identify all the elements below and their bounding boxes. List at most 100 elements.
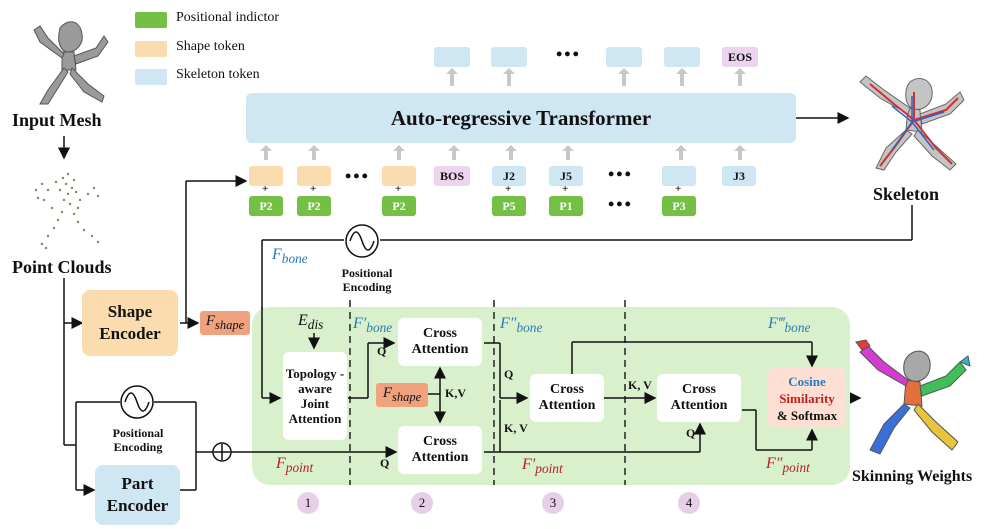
prime-mark: ′ [362,315,367,332]
output-dots: ••• [556,44,581,64]
stage-number-1: 1 [297,492,319,514]
f-bone-triple-prime-symbol: F [768,315,778,332]
f-bone-symbol: F [272,246,282,263]
f-bone-double-prime-label: F″bone [500,315,542,336]
positional-token-p2-a: P2 [249,196,283,216]
output-arrow-stem [622,74,626,86]
legend-label-skeleton: Skeleton token [176,67,260,82]
f-bone-double-prime-subscript: bone [516,320,543,336]
cross-attention-stage4: Cross Attention [657,374,741,422]
skeleton-figure [859,75,965,171]
cross-attention-top: Cross Attention [398,318,482,366]
input-arrow-stem [312,150,316,160]
output-arrow-stem [450,74,454,86]
f-shape-symbol: F [205,313,215,329]
legend-label-positional: Positional indictor [176,10,280,25]
positional-encoding-icon-left [120,385,154,419]
input-arrow-stem [566,150,570,160]
positional-token-p2-c: P2 [382,196,416,216]
plus-sign: + [505,183,512,195]
input-arrow-head [734,145,746,151]
input-mesh-label: Input Mesh [12,110,102,130]
cosine-similarity-block: Cosine Similarity & Softmax [768,368,846,428]
f-bone-triple-prime-subscript: bone [784,320,811,336]
input-arrow-stem [264,150,268,160]
f-shape-panel-symbol: F [382,385,392,401]
output-token-3 [606,47,642,67]
input-arrow-stem [679,150,683,160]
f-shape-subscript: shape [215,318,245,332]
skinning-weights-label: Skinning Weights [852,468,973,485]
input-arrow-stem [452,150,456,160]
positional-token-p1: P1 [549,196,583,216]
q-label-stage3: Q [504,367,514,381]
input-arrow-head [675,145,687,151]
plus-sign: + [562,183,569,195]
add-operator-icon [212,442,232,462]
positional-token-p5: P5 [492,196,526,216]
skeleton-token-j5: J5 [549,166,583,186]
cross-attention-stage3: Cross Attention [530,374,604,422]
skeleton-tokens-dots-bottom: ••• [608,194,633,214]
shape-encoder-block: Shape Encoder [82,290,178,356]
output-token-2 [491,47,527,67]
skeleton-label: Skeleton [873,184,940,204]
plus-sign: + [395,183,402,195]
kv-label-stage2: K,V [445,386,466,400]
topology-attention-block: Topology -aware Joint Attention [283,352,347,440]
q-label-bottom: Q [380,456,390,470]
skeleton-token-blank [662,166,696,186]
legend-swatch-positional [135,12,167,28]
output-arrow-head [618,68,630,74]
input-arrow-head [393,145,405,151]
point-cloud-figure [34,172,100,250]
output-arrow-head [446,68,458,74]
stage-number-2: 2 [411,492,433,514]
shape-tokens-dots: ••• [345,166,370,186]
input-arrow-head [260,145,272,151]
output-token-4 [664,47,700,67]
output-arrow-head [734,68,746,74]
output-arrow-stem [738,74,742,86]
part-encoder-block: Part Encoder [95,465,180,525]
f-shape-panel-subscript: shape [392,390,422,404]
prime-mark: ′ [531,456,536,473]
kv-label-stage4: K, V [628,378,652,392]
softmax-text: & Softmax [776,407,838,423]
output-arrow-stem [680,74,684,86]
output-token-1 [434,47,470,67]
positional-encoding-label-top: Positional Encoding [341,266,393,294]
q-label-top: Q [377,344,387,358]
skeleton-tokens-dots-top: ••• [608,164,633,184]
positional-token-p3: P3 [662,196,696,216]
f-point-subscript: point [285,460,314,476]
double-prime-mark: ″ [775,455,783,472]
output-arrow-head [676,68,688,74]
legend-swatch-skeleton [135,69,167,85]
skeleton-token-j2: J2 [492,166,526,186]
similarity-text: Similarity [779,390,835,406]
plus-sign: + [262,183,269,195]
positional-encoding-icon-top [345,224,379,258]
f-shape-tag: Fshape [200,311,250,335]
double-prime-mark: ″ [509,315,517,332]
legend-swatch-shape [135,41,167,57]
bos-token: BOS [434,166,470,186]
e-dis-symbol: E [298,312,308,329]
f-bone-prime-label: F′bone [353,315,392,336]
f-point-prime-symbol: F [522,456,532,473]
f-bone-subscript: bone [281,251,308,267]
skeleton-token-j3: J3 [722,166,756,186]
shape-token-1 [249,166,283,186]
skinning-weights-figure [855,339,971,455]
plus-sign: + [310,183,317,195]
legend-label-shape: Shape token [176,39,245,54]
f-bone-prime-symbol: F [353,315,363,332]
e-dis-label: Edis [298,312,323,333]
point-clouds-label: Point Clouds [12,257,112,277]
stage-number-3: 3 [542,492,564,514]
f-bone-triple-prime-label: F‴bone [768,315,810,336]
input-arrow-head [562,145,574,151]
